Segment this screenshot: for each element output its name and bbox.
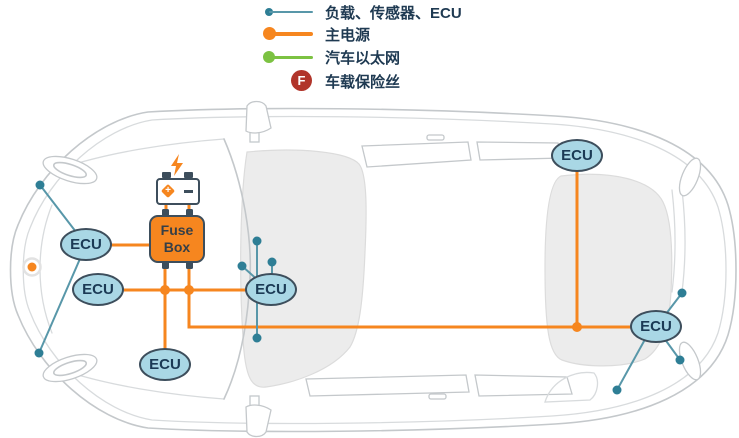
- ecu-node-rear-right: ECU: [630, 310, 682, 343]
- battery-terminal: [184, 172, 193, 178]
- front-roof-glass: [240, 149, 367, 388]
- sensor-dot: [675, 355, 685, 365]
- sensor-dot: [252, 333, 262, 343]
- sensor-dot: [35, 180, 45, 190]
- minus-terminal-icon: [184, 190, 193, 193]
- legend-label: 车载保险丝: [325, 73, 401, 91]
- legend-row-sensor: 负载、传感器、ECU: [255, 1, 462, 23]
- taillight-bottom: [678, 341, 702, 381]
- legend-row-power: 主电源: [255, 23, 370, 45]
- fusebox-terminal: [162, 209, 169, 216]
- headlight-bottom: [42, 353, 98, 383]
- ethernet-line-swatch-icon: [255, 46, 315, 68]
- power-junction-dot: [572, 322, 582, 332]
- ecu-node-front-left-lower: ECU: [72, 273, 124, 306]
- front-bumper-line: [39, 204, 53, 334]
- trunk-seam: [681, 189, 686, 293]
- fusebox-terminal: [186, 209, 193, 216]
- car-body-outline: [9, 107, 737, 433]
- power-junction-dot: [160, 285, 170, 295]
- power-junction-dot: [184, 285, 194, 295]
- battery-icon: +: [156, 172, 200, 205]
- fusebox-terminal: [162, 262, 169, 269]
- ecu-node-center: ECU: [245, 273, 297, 306]
- legend-label: 负载、传感器、ECU: [325, 4, 462, 22]
- power-lines: [108, 168, 636, 354]
- sensor-dot: [34, 348, 44, 358]
- sensor-line-segment: [616, 333, 649, 391]
- sensor-dot: [677, 288, 687, 298]
- sensor-dot: [237, 261, 247, 271]
- hood-crease-bottom: [61, 369, 225, 400]
- legend-row-ethernet: 汽车以太网: [255, 46, 400, 68]
- legend-row-fuse: F 车载保险丝: [255, 70, 400, 92]
- fuse-box-label-line2: Box: [163, 239, 191, 255]
- fuse-badge-icon: F: [255, 70, 315, 92]
- rear-wheel-arch: [544, 371, 599, 403]
- sensor-dot: [612, 385, 622, 395]
- front-badge: [22, 257, 42, 277]
- fuse-box: Fuse Box: [149, 209, 205, 269]
- lightning-icon: [169, 154, 185, 176]
- door-handle-top: [426, 134, 445, 141]
- side-mirror-top: [245, 100, 272, 143]
- fusebox-terminal: [186, 262, 193, 269]
- side-windows: [305, 134, 573, 400]
- fuse-box-label-line1: Fuse: [160, 222, 194, 239]
- legend-label: 主电源: [325, 26, 371, 44]
- sensor-dot: [252, 236, 262, 246]
- trunk-seam: [671, 189, 676, 293]
- battery-terminal: [162, 172, 171, 178]
- sensor-lines: [34, 180, 687, 395]
- plus-sign: +: [165, 185, 171, 196]
- hood-crease-top: [61, 138, 225, 169]
- headlight-top: [42, 155, 98, 185]
- front-badge-dot: [27, 262, 37, 272]
- windshield-and-glass: [223, 138, 673, 400]
- sensor-dot: [267, 257, 277, 267]
- sensor-line-segment: [38, 244, 87, 354]
- door-handle-bottom: [428, 393, 447, 400]
- ecu-node-front-left-upper: ECU: [60, 228, 112, 261]
- power-line-swatch-icon: [255, 23, 315, 45]
- sensor-line-swatch-icon: [255, 1, 315, 23]
- taillight-top: [678, 157, 702, 197]
- ecu-node-front-bottom: ECU: [139, 348, 191, 381]
- ecu-node-rear-top: ECU: [551, 139, 603, 172]
- legend-label: 汽车以太网: [325, 49, 401, 67]
- side-mirror-bottom: [245, 395, 272, 438]
